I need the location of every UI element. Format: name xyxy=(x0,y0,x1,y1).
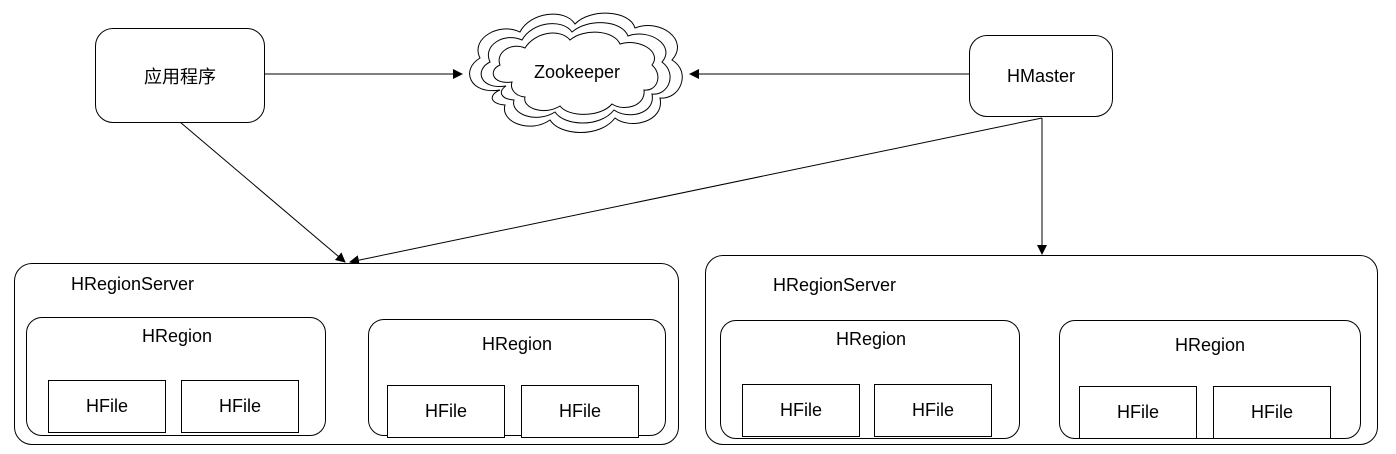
hfile-1-2-1[interactable]: HFile xyxy=(387,385,505,438)
region-1-1[interactable]: HRegion HFile HFile xyxy=(26,317,326,436)
hfile-label: HFile xyxy=(911,400,954,420)
region-server-2[interactable]: HRegionServer HRegion HFile HFile HRegio… xyxy=(705,255,1378,445)
hfile-label: HFile xyxy=(218,396,261,416)
hfile-2-2-2[interactable]: HFile xyxy=(1213,386,1331,439)
region-2-1[interactable]: HRegion HFile HFile xyxy=(720,320,1020,439)
hfile-label: HFile xyxy=(1116,402,1159,422)
hfile-2-1-1[interactable]: HFile xyxy=(742,384,860,437)
hfile-1-1-1[interactable]: HFile xyxy=(48,380,166,433)
region-2-1-title: HRegion xyxy=(836,329,907,349)
hfile-label: HFile xyxy=(424,401,467,421)
edge-hmaster-server1 xyxy=(349,117,1043,266)
app-node[interactable]: 应用程序 xyxy=(95,28,265,123)
region-server-1-title: HRegionServer xyxy=(71,274,195,294)
hfile-label: HFile xyxy=(85,396,128,416)
region-2-2-title: HRegion xyxy=(1175,335,1246,355)
region-1-2[interactable]: HRegion HFile HFile xyxy=(368,319,666,438)
hfile-label: HFile xyxy=(558,401,601,421)
app-label: 应用程序 xyxy=(144,66,216,87)
edge-app-server1 xyxy=(179,121,346,263)
hfile-2-2-1[interactable]: HFile xyxy=(1079,386,1197,439)
region-1-1-title: HRegion xyxy=(142,326,213,346)
hfile-label: HFile xyxy=(1250,402,1293,422)
zookeeper-label: Zookeeper xyxy=(533,62,621,82)
hfile-1-1-2[interactable]: HFile xyxy=(181,380,299,433)
hfile-label: HFile xyxy=(779,400,822,420)
hmaster-label: HMaster xyxy=(1006,65,1075,86)
region-server-2-title: HRegionServer xyxy=(773,275,897,295)
region-2-2[interactable]: HRegion HFile HFile xyxy=(1059,320,1361,439)
zookeeper-cloud-icon xyxy=(469,12,683,133)
region-1-2-title: HRegion xyxy=(482,334,553,354)
hmaster-node[interactable]: HMaster xyxy=(969,35,1113,117)
hfile-1-2-2[interactable]: HFile xyxy=(521,385,639,438)
region-server-1[interactable]: HRegionServer HRegion HFile HFile HRegio… xyxy=(14,263,679,445)
hfile-2-1-2[interactable]: HFile xyxy=(874,384,992,437)
